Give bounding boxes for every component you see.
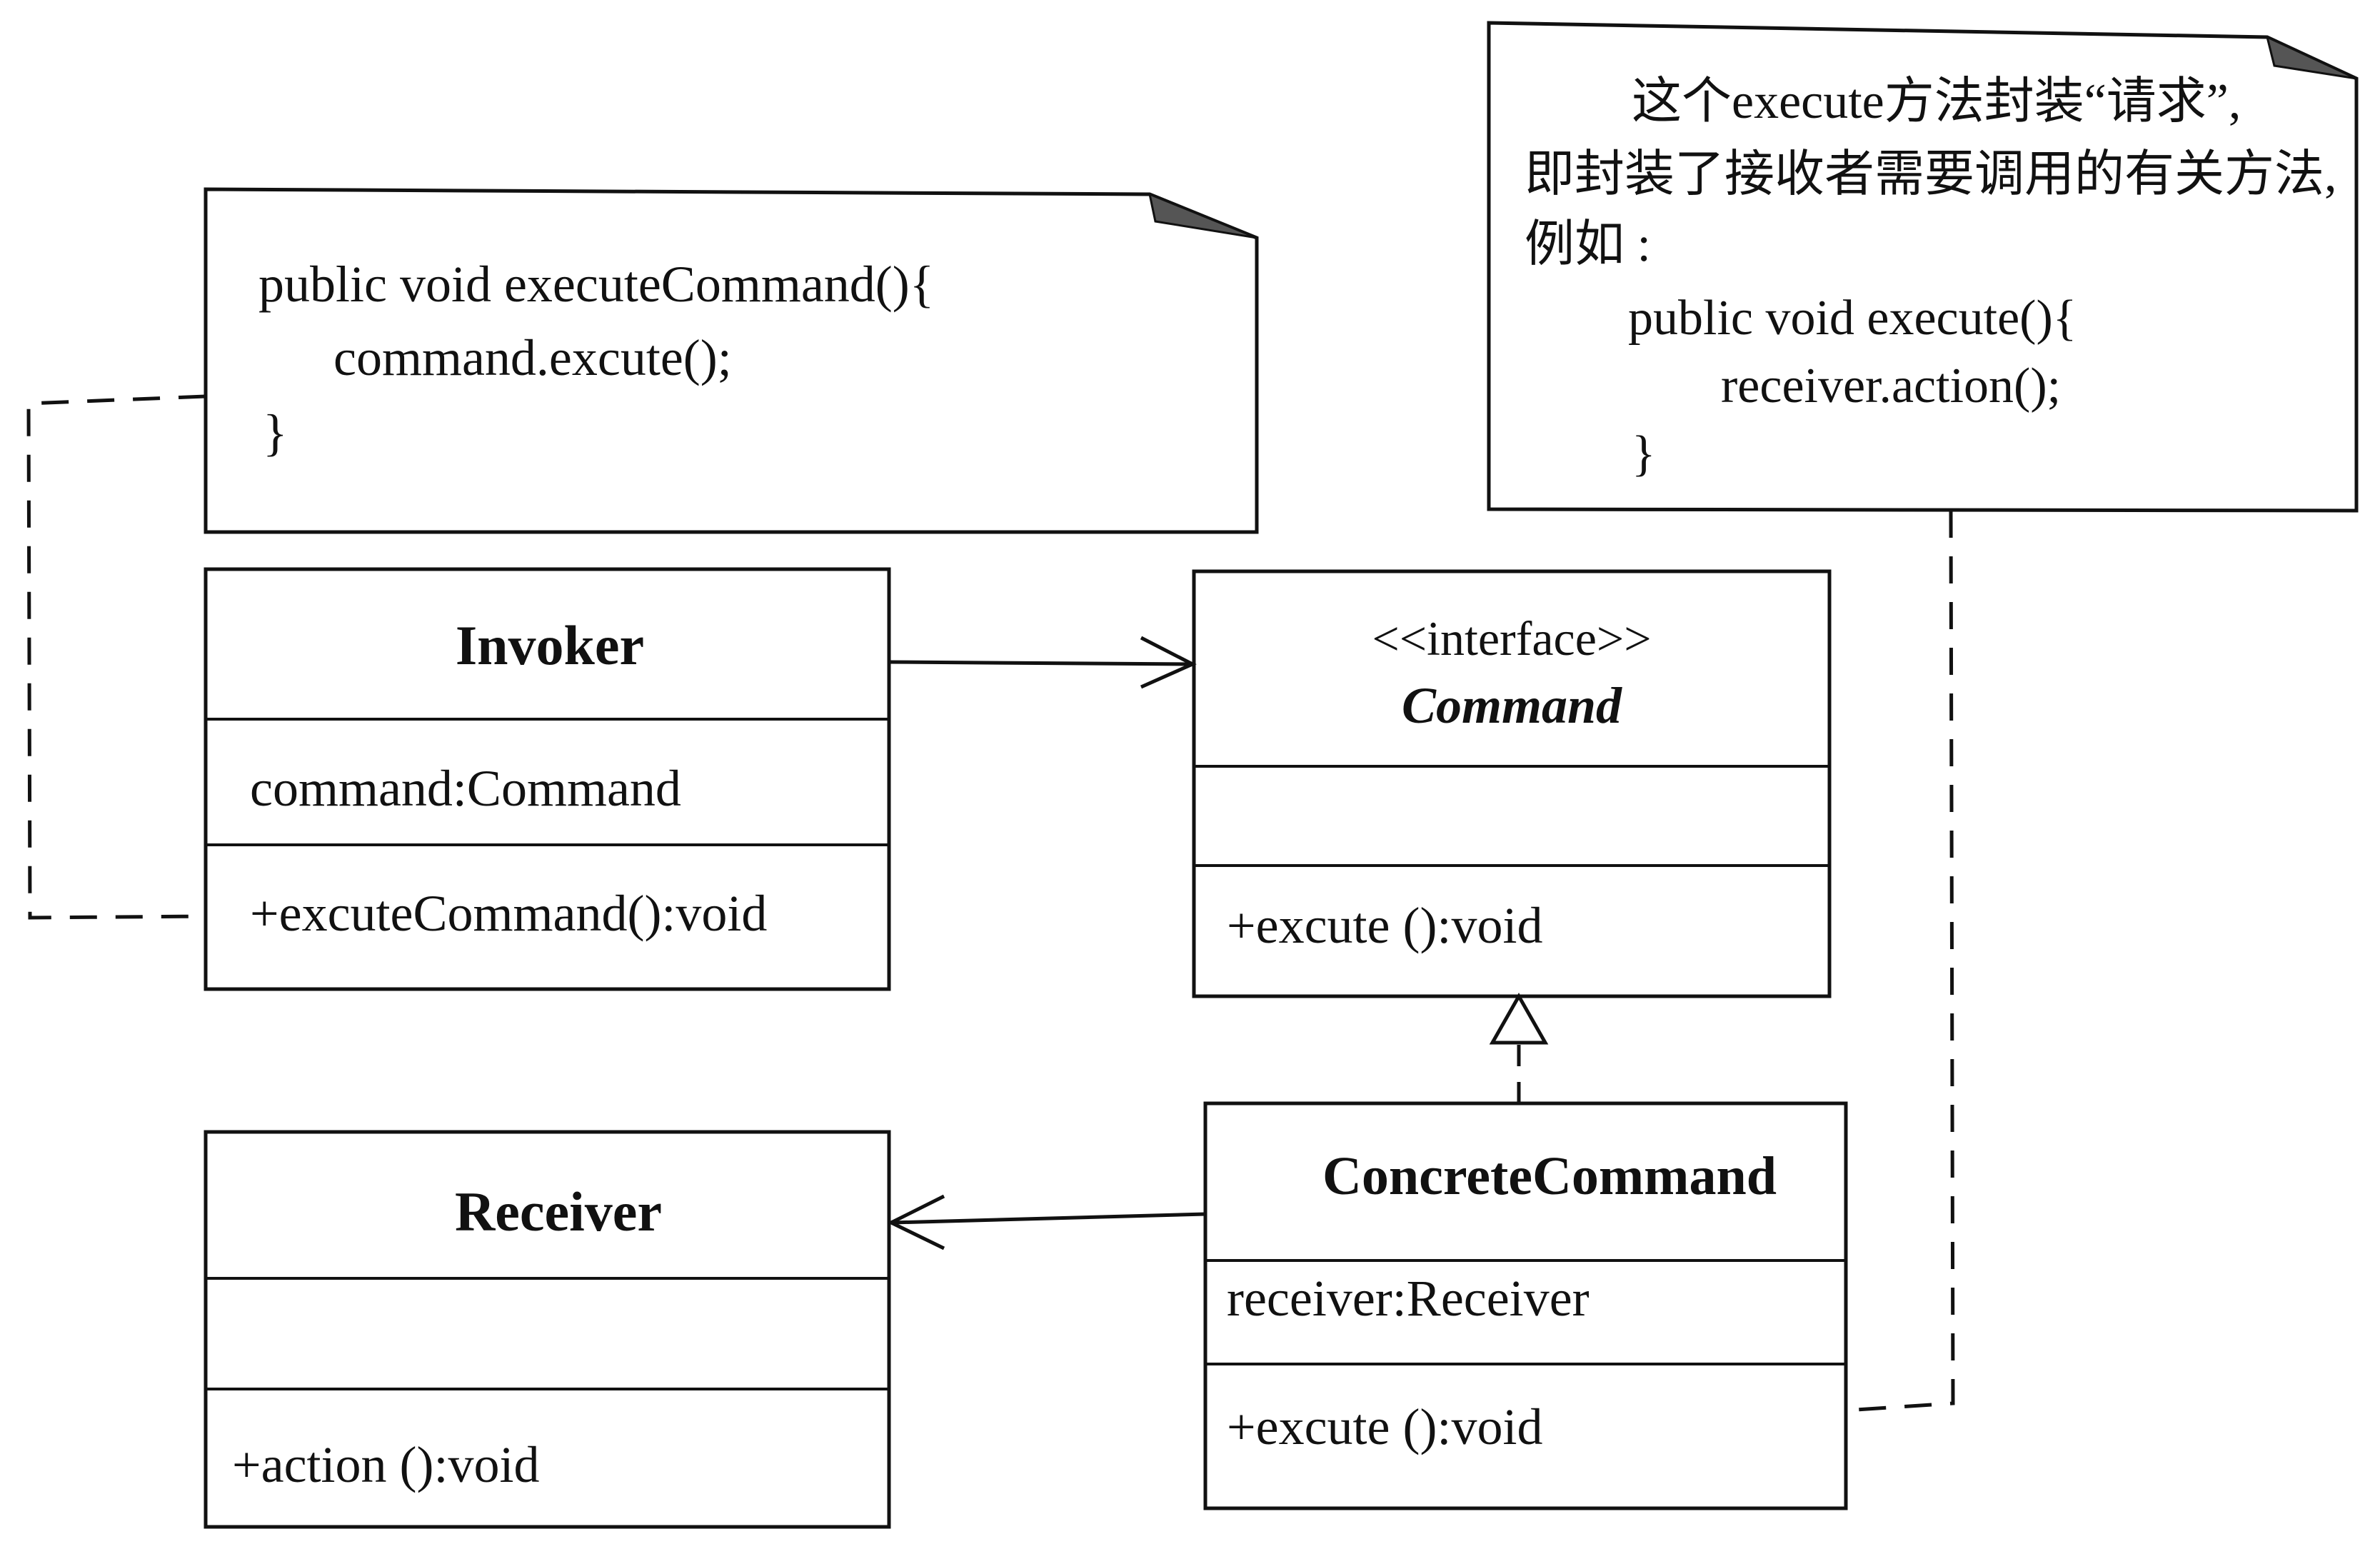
invoker-class-name: Invoker xyxy=(456,614,644,676)
realization-triangle xyxy=(1489,992,1549,1045)
command-interface-box xyxy=(1192,569,1832,998)
invoker-class-box xyxy=(204,567,891,991)
execute-note-line-3: 例如 : xyxy=(1525,217,1651,272)
execute-note-line-2: 即封装了接收者需要调用的有关方法, xyxy=(1525,147,2337,202)
association-line xyxy=(888,660,1190,666)
command-interface-name: Command xyxy=(1402,677,1622,734)
concrete-to-receiver-association xyxy=(887,1194,1206,1250)
concrete-command-operation: +excute ():void xyxy=(1227,1398,1542,1455)
invoker-note-fold xyxy=(1148,192,1257,239)
concrete-command-class-name: ConcreteCommand xyxy=(1322,1146,1777,1206)
invoker-operation: +excuteCommand():void xyxy=(250,885,767,942)
command-operation: +excute ():void xyxy=(1227,897,1542,954)
association-line xyxy=(892,1212,1206,1225)
invoker-note-connector xyxy=(26,394,206,920)
association-arrowhead xyxy=(1140,636,1197,689)
invoker-note: public void executeCommand(){ command.ex… xyxy=(204,187,1259,534)
execute-note-line-6: } xyxy=(1632,426,1656,481)
realization-relationship xyxy=(1489,992,1549,1103)
receiver-operation: +action ():void xyxy=(232,1436,540,1493)
invoker-attribute: command:Command xyxy=(250,760,681,817)
receiver-class[interactable]: Receiver +action ():void xyxy=(204,1130,891,1529)
concrete-command-class-box xyxy=(1203,1101,1848,1510)
receiver-class-name: Receiver xyxy=(455,1180,662,1243)
invoker-note-line-3: } xyxy=(263,404,288,461)
concrete-command-attribute: receiver:Receiver xyxy=(1227,1270,1590,1327)
execute-note-shape xyxy=(1487,21,2359,513)
concrete-command-class[interactable]: ConcreteCommand receiver:Receiver +excut… xyxy=(1203,1101,1848,1510)
invoker-to-command-association xyxy=(888,636,1197,689)
invoker-note-line-1: public void executeCommand(){ xyxy=(258,256,934,313)
execute-note-line-5: receiver.action(); xyxy=(1721,359,2061,413)
invoker-note-shape xyxy=(204,187,1259,534)
receiver-class-box xyxy=(204,1130,891,1529)
command-stereotype: <<interface>> xyxy=(1372,611,1651,666)
execute-note-line-4: public void execute(){ xyxy=(1628,291,2077,346)
invoker-class[interactable]: Invoker command:Command +excuteCommand()… xyxy=(204,567,891,991)
command-interface[interactable]: <<interface>> Command +excute ():void xyxy=(1192,569,1832,998)
execute-note-line-1: 这个execute方法封装“请求”, xyxy=(1632,74,2241,129)
invoker-note-line-2: command.excute(); xyxy=(333,329,732,386)
execute-note-fold xyxy=(2265,35,2357,80)
execute-note-connector xyxy=(1845,510,1955,1413)
association-arrowhead xyxy=(887,1194,945,1250)
execute-note: 这个execute方法封装“请求”, 即封装了接收者需要调用的有关方法, 例如 … xyxy=(1487,21,2359,513)
